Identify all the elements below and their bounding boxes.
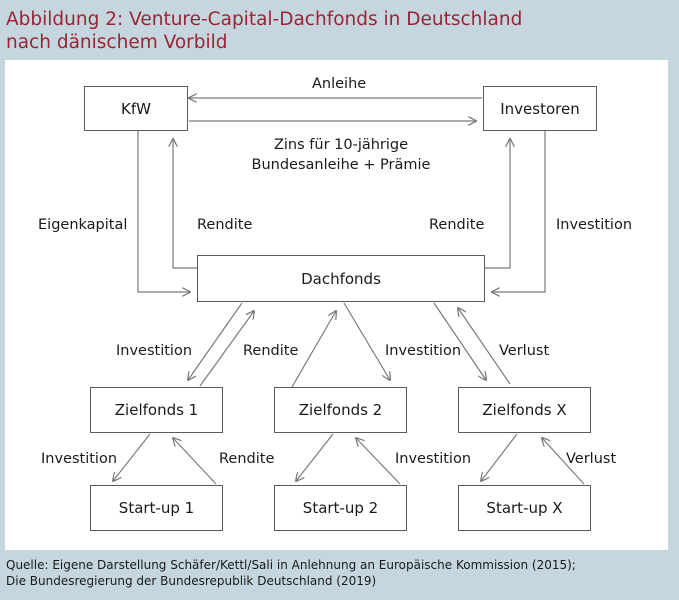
label-anleihe: Anleihe <box>312 76 367 92</box>
figure-title: Abbildung 2: Venture-Capital-Dachfonds i… <box>6 8 522 54</box>
label-zins: Zins für 10-jährige Bundesanleihe + Präm… <box>241 135 441 175</box>
diagram-panel <box>5 60 668 550</box>
label-investition-investoren: Investition <box>556 217 633 233</box>
label-investition-z2: Investition <box>385 343 462 359</box>
arrow-investition-z1 <box>188 302 243 380</box>
label-zins-line-2: Bundesanleihe + Prämie <box>251 157 431 173</box>
arrow-rendite-investoren <box>484 139 510 269</box>
arrow-investition-investoren <box>492 131 546 292</box>
label-zins-line-1: Zins für 10-jährige <box>273 137 409 153</box>
arrow-dachfonds-z2-up <box>291 311 336 388</box>
node-zielfonds-1: Zielfonds 1 <box>90 387 223 433</box>
label-investition-z1: Investition <box>116 343 193 359</box>
node-dachfonds: Dachfonds <box>197 255 485 302</box>
arrow-s2-up <box>356 438 401 485</box>
title-line-2: nach dänischem Vorbild <box>6 32 228 53</box>
node-kfw: KfW <box>84 86 188 131</box>
source-line-2: Die Bundesregierung der Bundesrepublik D… <box>6 574 377 588</box>
label-rendite-kfw: Rendite <box>197 217 253 233</box>
label-investition-s2: Investition <box>395 451 472 467</box>
source-note: Quelle: Eigene Darstellung Schäfer/Kettl… <box>6 557 576 589</box>
arrow-dachfonds-zx <box>433 302 486 380</box>
arrow-verlust-zx <box>458 308 511 385</box>
arrow-investition-z2 <box>343 302 390 380</box>
arrow-rendite-z1 <box>199 311 254 387</box>
label-verlust-zx: Verlust <box>499 343 550 359</box>
node-zielfonds-2: Zielfonds 2 <box>274 387 407 433</box>
label-investition-s1: Investition <box>41 451 118 467</box>
node-investoren: Investoren <box>483 86 597 131</box>
source-line-1: Quelle: Eigene Darstellung Schäfer/Kettl… <box>6 558 576 572</box>
label-rendite-investoren: Rendite <box>429 217 485 233</box>
label-eigenkapital: Eigenkapital <box>38 217 128 233</box>
arrow-zx-sx <box>481 433 518 481</box>
arrow-rendite-kfw <box>173 139 197 269</box>
arrow-investition-s2 <box>296 433 334 481</box>
label-rendite-z1: Rendite <box>243 343 299 359</box>
arrow-eigenkapital <box>137 131 190 292</box>
arrow-verlust-sx <box>542 438 585 485</box>
label-rendite-s1: Rendite <box>219 451 275 467</box>
node-zielfonds-x: Zielfonds X <box>458 387 591 433</box>
node-startup-1: Start-up 1 <box>90 485 223 531</box>
title-line-1: Abbildung 2: Venture-Capital-Dachfonds i… <box>6 9 523 30</box>
arrow-investition-s1 <box>113 433 151 481</box>
node-startup-x: Start-up X <box>458 485 591 531</box>
node-startup-2: Start-up 2 <box>274 485 407 531</box>
arrow-rendite-s1 <box>173 438 217 485</box>
label-verlust-sx: Verlust <box>566 451 617 467</box>
